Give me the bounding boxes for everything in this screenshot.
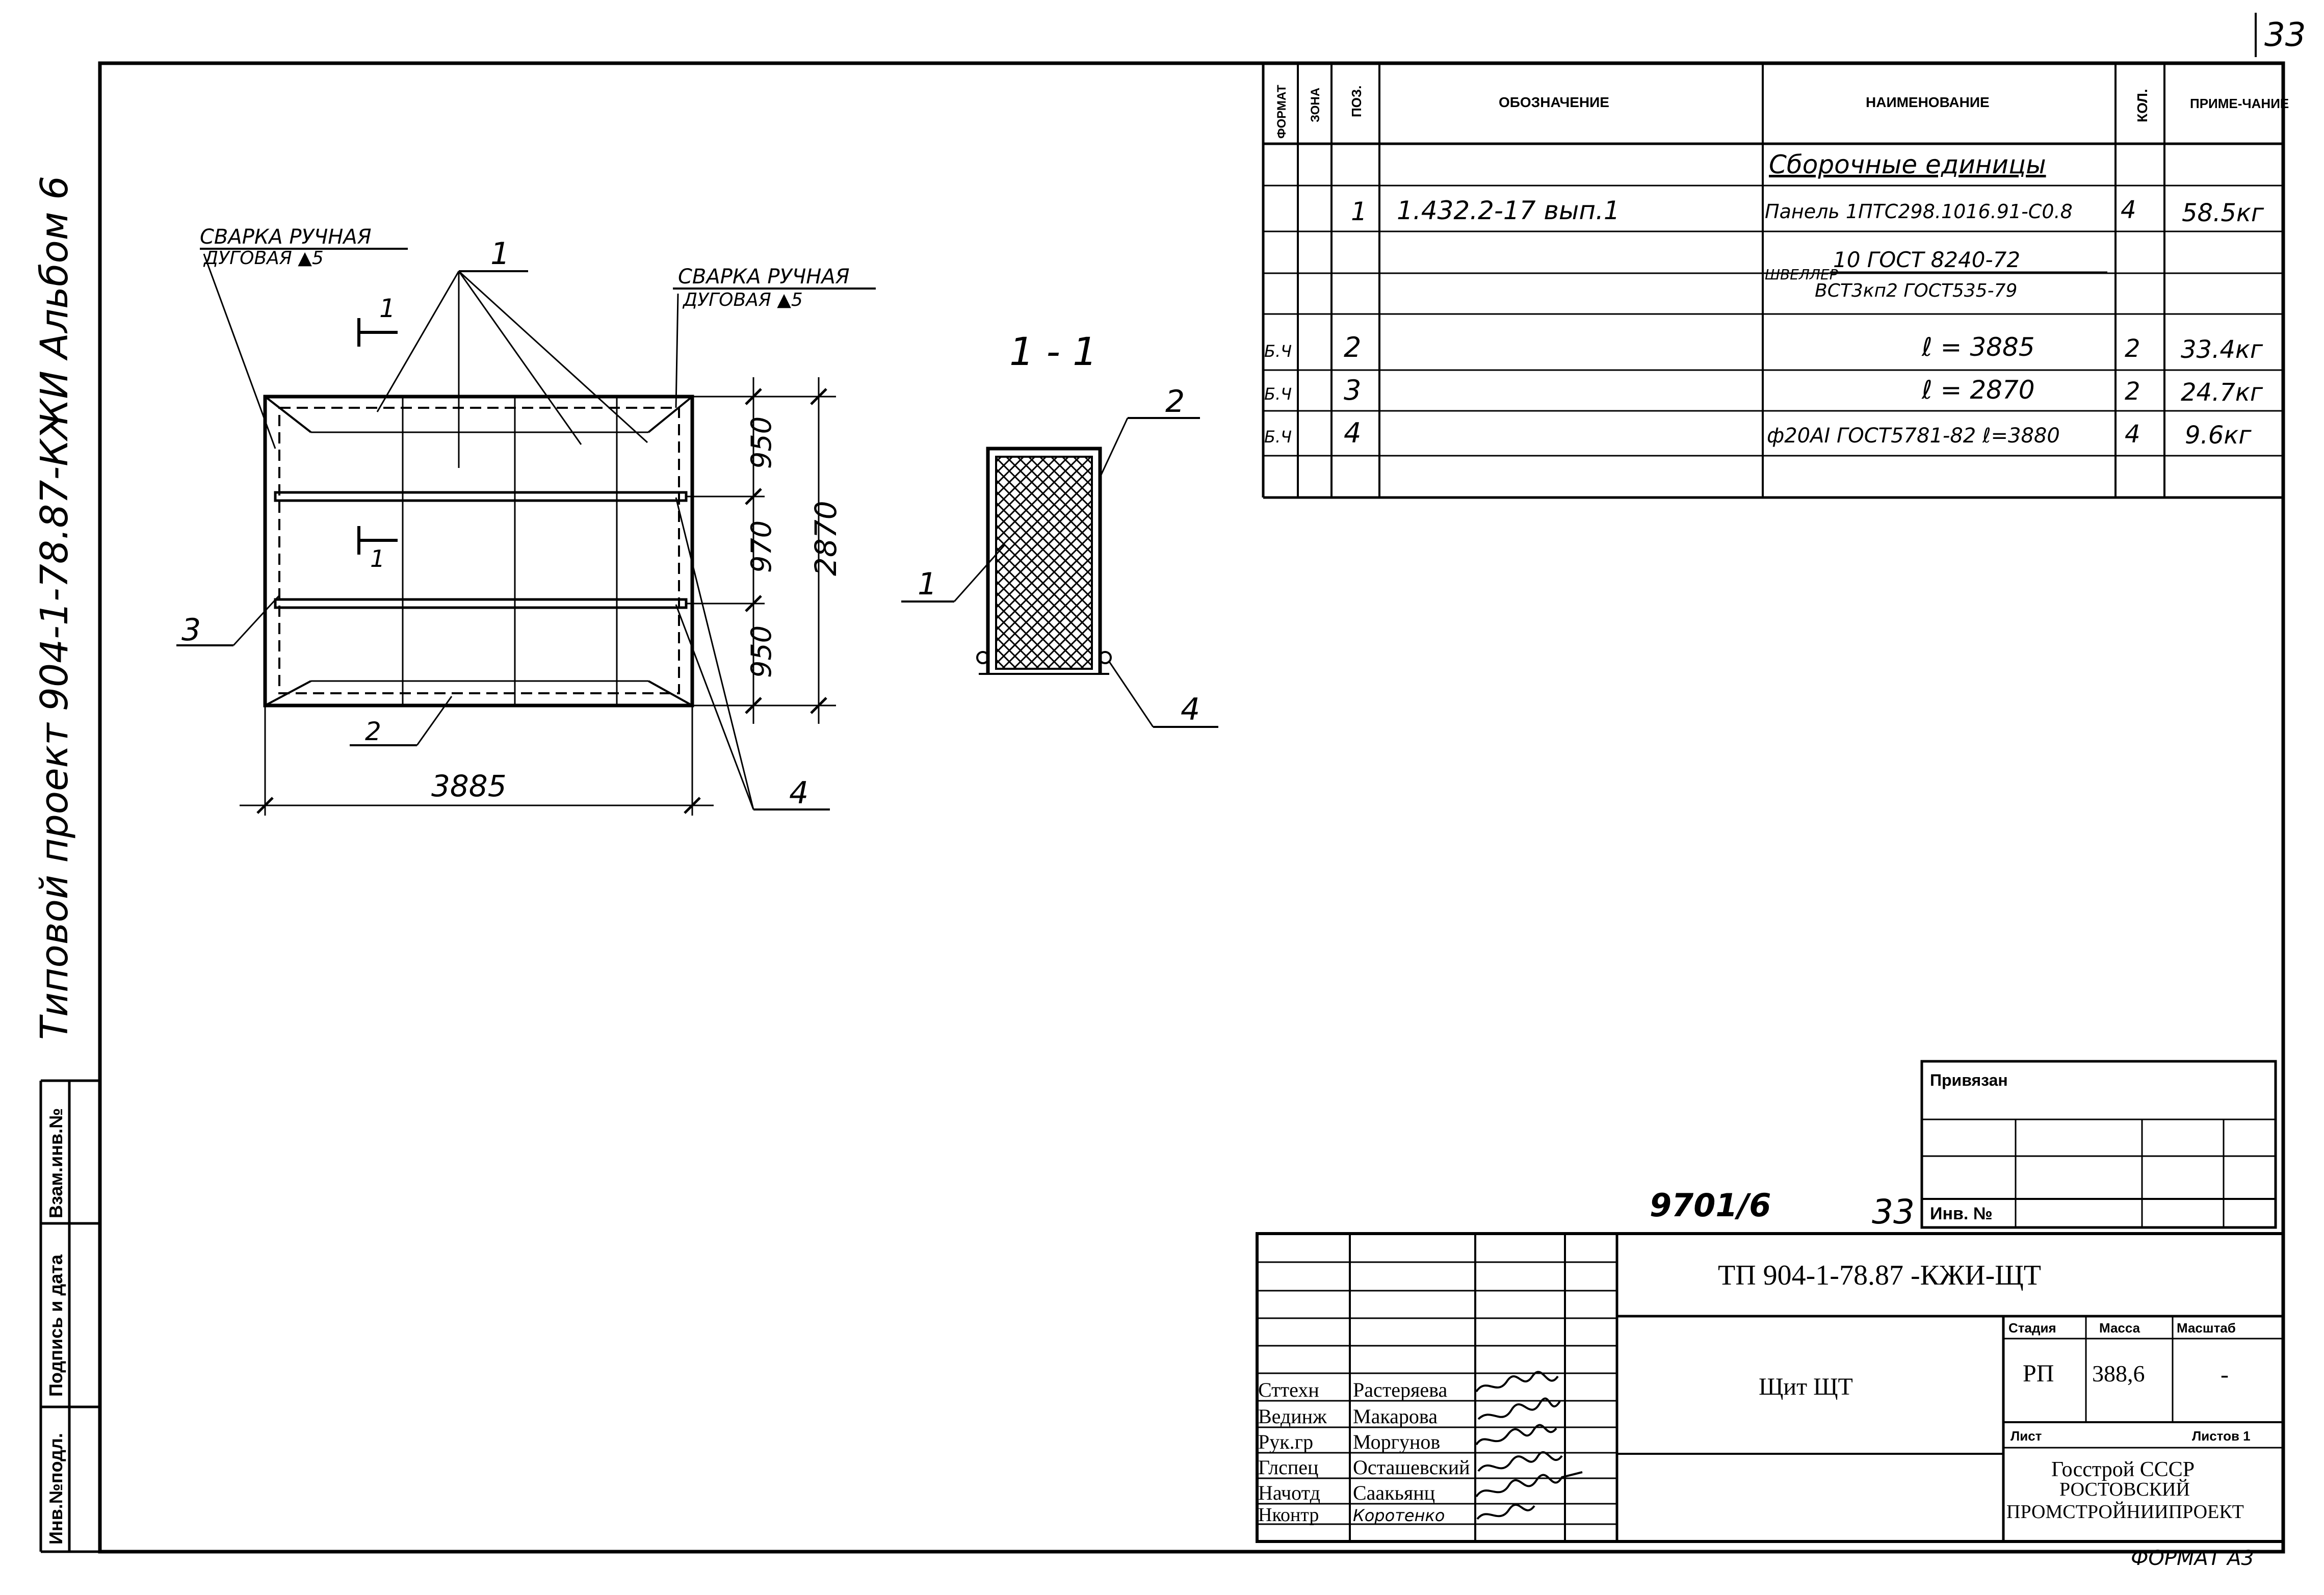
title-block xyxy=(1256,1232,2285,1543)
sheets-label: Листов 1 xyxy=(2192,1428,2251,1444)
org-line3: ПРОМСТРОЙНИИПРОЕКТ xyxy=(2006,1501,2244,1523)
spec-row1-pos: 1 xyxy=(1351,197,1367,226)
side-title: Типовой проект 904-1-78.87-КЖИ Альбом 6 xyxy=(33,176,76,1040)
role-6: Нконтр xyxy=(1258,1504,1319,1526)
spec-row3-note: 33.4кг xyxy=(2181,335,2263,364)
scale-value: - xyxy=(2221,1361,2229,1388)
dim-vertical xyxy=(686,377,836,724)
dim-width xyxy=(240,705,714,816)
document-name: Щит ЩТ xyxy=(1759,1373,1853,1400)
dim-total-value: 2870 xyxy=(808,501,843,576)
spec-row5-format: Б.Ч xyxy=(1264,427,1292,447)
section-1-1 xyxy=(976,447,1112,675)
drawing-frame xyxy=(98,61,2285,1554)
name-5: Саакьянц xyxy=(1353,1481,1435,1504)
mass-label: Масса xyxy=(2099,1320,2140,1336)
callout-1 xyxy=(376,270,648,468)
spec-row2-prefix: ШВЕЛЛЕР xyxy=(1765,266,1838,283)
side-stamp-signature-date: Подпись и дата xyxy=(45,1254,66,1397)
signatures xyxy=(1475,1371,1583,1520)
scale-label: Масштаб xyxy=(2177,1320,2236,1336)
weld-note-left-line2: ДУГОВАЯ ▲5 xyxy=(203,248,324,269)
side-stamp xyxy=(39,1079,101,1553)
callout-4-label: 4 xyxy=(789,775,808,811)
spec-header-qty: КОЛ. xyxy=(2134,89,2150,122)
stage-value: РП xyxy=(2023,1360,2054,1387)
spec-row4-note: 24.7кг xyxy=(2181,378,2263,407)
role-4: Глспец xyxy=(1258,1456,1318,1479)
spec-row4-pos: 3 xyxy=(1344,374,1361,406)
name-3: Моргунов xyxy=(1353,1430,1440,1453)
sheet-label: Лист xyxy=(2010,1428,2042,1444)
section-title: 1 - 1 xyxy=(1009,329,1097,374)
weld-note-left-line1: СВАРКА РУЧНАЯ xyxy=(200,225,371,249)
spec-row1-note: 58.5кг xyxy=(2182,199,2264,227)
callout-2-label: 2 xyxy=(365,717,381,746)
role-1: Сттехн xyxy=(1258,1378,1319,1401)
spec-row4-name: ℓ = 2870 xyxy=(1921,375,2035,405)
role-3: Рук.гр xyxy=(1258,1430,1313,1453)
spec-header-zone: ЗОНА xyxy=(1309,88,1322,122)
section-callout-2: 2 xyxy=(1165,384,1185,420)
archive-number: 9701/6 xyxy=(1650,1187,1771,1224)
spec-row3-name: ℓ = 3885 xyxy=(1921,332,2035,362)
name-4: Осташевский xyxy=(1353,1456,1470,1479)
cut-mark-top-label: 1 xyxy=(379,294,396,323)
side-stamp-inv-podl: Инв.№подл. xyxy=(45,1433,66,1545)
cut-mark-top xyxy=(357,318,398,347)
callout-3-label: 3 xyxy=(181,612,201,648)
spec-table xyxy=(1262,63,2285,499)
spec-header-name: НАИМЕНОВАНИЕ xyxy=(1866,94,1990,110)
stage-label: Стадия xyxy=(2008,1320,2056,1336)
privyazan-block xyxy=(1920,1060,2277,1229)
spec-header-note: ПРИМЕ-ЧАНИЕ xyxy=(2190,96,2289,111)
spec-row2-name-top: 10 ГОСТ 8240-72 xyxy=(1833,247,2020,272)
document-code: ТП 904-1-78.87 -КЖИ-ЩТ xyxy=(1718,1260,2041,1291)
spec-row4-qty: 2 xyxy=(2125,377,2140,406)
spec-row3-format: Б.Ч xyxy=(1264,342,1292,361)
spec-row1-designation: 1.432.2-17 вып.1 xyxy=(1397,196,1620,225)
dim-bottom-value: 950 xyxy=(745,625,777,678)
spec-row1-name: Панель 1ПТС298.1016.91-С0.8 xyxy=(1765,200,2073,223)
mass-value: 388,6 xyxy=(2092,1361,2145,1387)
role-5: Начотд xyxy=(1258,1481,1320,1504)
callout-4 xyxy=(675,497,830,810)
spec-row5-note: 9.6кг xyxy=(2185,421,2252,450)
name-1: Растеряева xyxy=(1353,1378,1448,1401)
inv-number-label: Инв. № xyxy=(1930,1204,1993,1223)
role-2: Вединж xyxy=(1258,1405,1327,1428)
archive-sheet: 33 xyxy=(1872,1192,1915,1232)
dim-width-value: 3885 xyxy=(431,769,507,803)
name-6: Коротенко xyxy=(1353,1506,1445,1525)
page-number: 33 xyxy=(2264,16,2306,54)
panel-elevation xyxy=(263,395,694,708)
dim-mid-value: 970 xyxy=(745,520,777,573)
spec-row5-qty: 4 xyxy=(2125,420,2140,449)
spec-row3-pos: 2 xyxy=(1344,331,1361,363)
spec-section-heading: Сборочные единицы xyxy=(1769,150,2046,179)
section-callout-1: 1 xyxy=(918,566,937,602)
spec-header-designation: ОБОЗНАЧЕНИЕ xyxy=(1499,94,1609,110)
spec-header-pos: ПОЗ. xyxy=(1349,86,1364,117)
spec-row4-format: Б.Ч xyxy=(1264,384,1292,404)
org-line2: РОСТОВСКИЙ xyxy=(2059,1479,2190,1500)
spec-row3-qty: 2 xyxy=(2125,334,2140,363)
org-line1: Госстрой СССР xyxy=(2051,1458,2195,1481)
spec-header-format: ФОРМАТ xyxy=(1275,85,1289,139)
cut-mark-bottom-label: 1 xyxy=(370,545,385,572)
spec-row2-name-bottom: ВСТ3кп2 ГОСТ535-79 xyxy=(1815,280,2017,301)
callout-1-label: 1 xyxy=(490,236,510,272)
section-callout-4: 4 xyxy=(1181,692,1200,727)
weld-note-right-line1: СВАРКА РУЧНАЯ xyxy=(678,265,849,289)
cut-mark-bottom xyxy=(357,526,398,555)
spec-row5-name: ф20АI ГОСТ5781-82 ℓ=3880 xyxy=(1767,424,2060,448)
privyazan-label: Привязан xyxy=(1930,1071,2008,1089)
spec-row1-qty: 4 xyxy=(2121,196,2136,224)
name-2: Макарова xyxy=(1353,1405,1438,1428)
format-label: ФОРМАТ А3 xyxy=(2131,1547,2254,1570)
side-stamp-vzam-inv: Взам.инв.№ xyxy=(45,1108,66,1218)
spec-row5-pos: 4 xyxy=(1344,417,1361,449)
dim-top-value: 950 xyxy=(745,416,777,469)
weld-note-right-line2: ДУГОВАЯ ▲5 xyxy=(682,290,803,310)
